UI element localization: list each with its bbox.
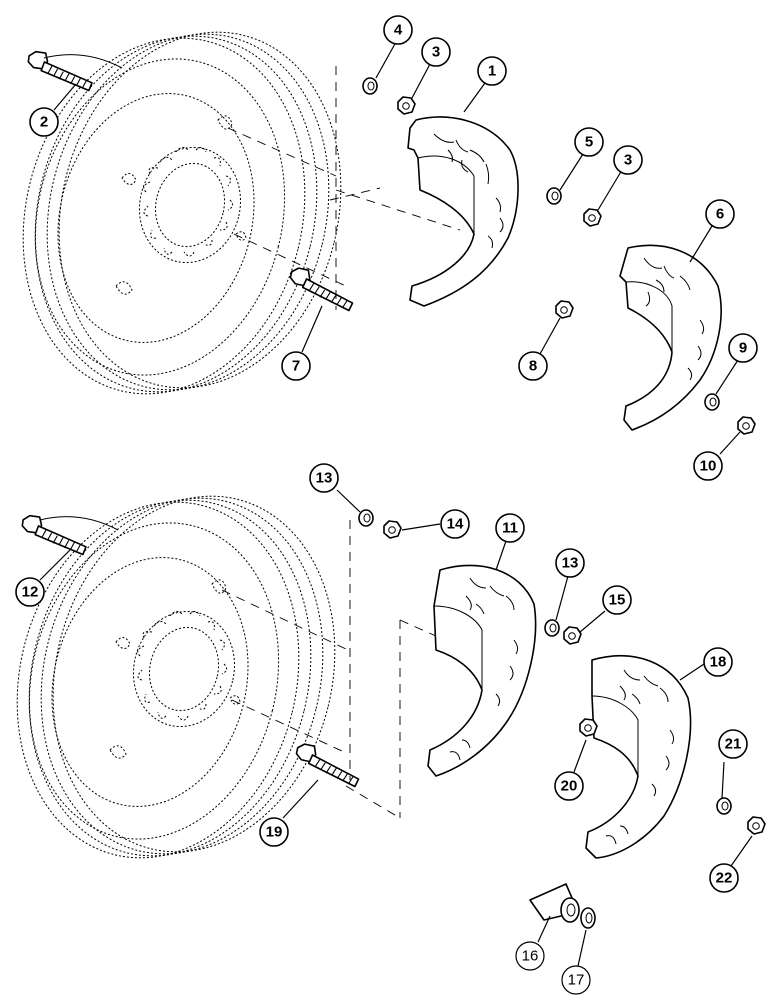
callout-20-label: 20 xyxy=(561,778,578,795)
upper-wheel xyxy=(0,1,378,425)
callout-10-label: 10 xyxy=(700,458,717,475)
callout-15: 15 xyxy=(602,585,632,615)
callout-19-label: 19 xyxy=(266,824,283,841)
callout-11: 11 xyxy=(495,513,525,543)
callout-1-label: 1 xyxy=(488,63,496,80)
callout-11-label: 11 xyxy=(502,520,518,537)
callout-15-label: 15 xyxy=(609,592,626,609)
callout-12-label: 12 xyxy=(22,584,39,601)
callout-9: 9 xyxy=(728,333,758,363)
upper-bolt xyxy=(24,50,96,92)
callout-16-label: 16 xyxy=(522,948,539,965)
callout-3: 3 xyxy=(421,37,451,67)
callout-22: 22 xyxy=(709,863,739,893)
callout-19: 19 xyxy=(259,817,289,847)
callout-8: 8 xyxy=(518,351,548,381)
callout-1: 1 xyxy=(477,56,507,86)
callout-16: 16 xyxy=(515,941,545,971)
callout-22-label: 22 xyxy=(716,870,733,887)
callout-13-label: 13 xyxy=(316,470,333,487)
callout-14-label: 14 xyxy=(447,516,464,533)
callout-3-label: 3 xyxy=(432,44,440,61)
callout-4-label: 4 xyxy=(394,22,403,39)
callout-2-label: 2 xyxy=(40,114,48,131)
callout-8-label: 8 xyxy=(529,358,537,375)
lower-wheel xyxy=(0,465,372,889)
callout-13b-label: 13 xyxy=(562,555,579,572)
callout-18: 18 xyxy=(703,647,733,677)
callout-21-label: 21 xyxy=(725,736,742,753)
callout-5: 5 xyxy=(574,127,604,157)
lower-stud xyxy=(291,742,365,788)
wheel-weight-6 xyxy=(619,244,722,431)
callout-13b: 13 xyxy=(555,548,585,578)
callout-14: 14 xyxy=(440,509,470,539)
upper-stud xyxy=(285,266,359,312)
callout-10: 10 xyxy=(693,451,723,481)
callout-7: 7 xyxy=(281,351,311,381)
callout-7-label: 7 xyxy=(292,358,300,375)
wheel-weight-1 xyxy=(407,116,519,307)
callout-18-label: 18 xyxy=(710,654,727,671)
wheel-weight-18 xyxy=(585,655,692,859)
wheel-weight-11 xyxy=(427,564,537,777)
spacer-16 xyxy=(529,883,580,923)
callout-2: 2 xyxy=(29,107,59,137)
callout-4: 4 xyxy=(383,15,413,45)
washer-17 xyxy=(580,907,596,929)
callout-6: 6 xyxy=(705,199,735,229)
leader-lines xyxy=(39,41,753,967)
callout-13: 13 xyxy=(309,463,339,493)
callout-17-label: 17 xyxy=(568,972,585,989)
lower-bolt xyxy=(18,514,90,556)
callout-6-label: 6 xyxy=(716,206,724,223)
callout-17: 17 xyxy=(561,965,591,995)
callout-5-label: 5 xyxy=(585,134,593,151)
callout-20: 20 xyxy=(554,771,584,801)
callout-3b-label: 3 xyxy=(624,152,632,169)
callout-9-label: 9 xyxy=(739,340,747,357)
callout-12: 12 xyxy=(15,577,45,607)
callout-21: 21 xyxy=(718,729,748,759)
callout-3b: 3 xyxy=(613,145,643,175)
